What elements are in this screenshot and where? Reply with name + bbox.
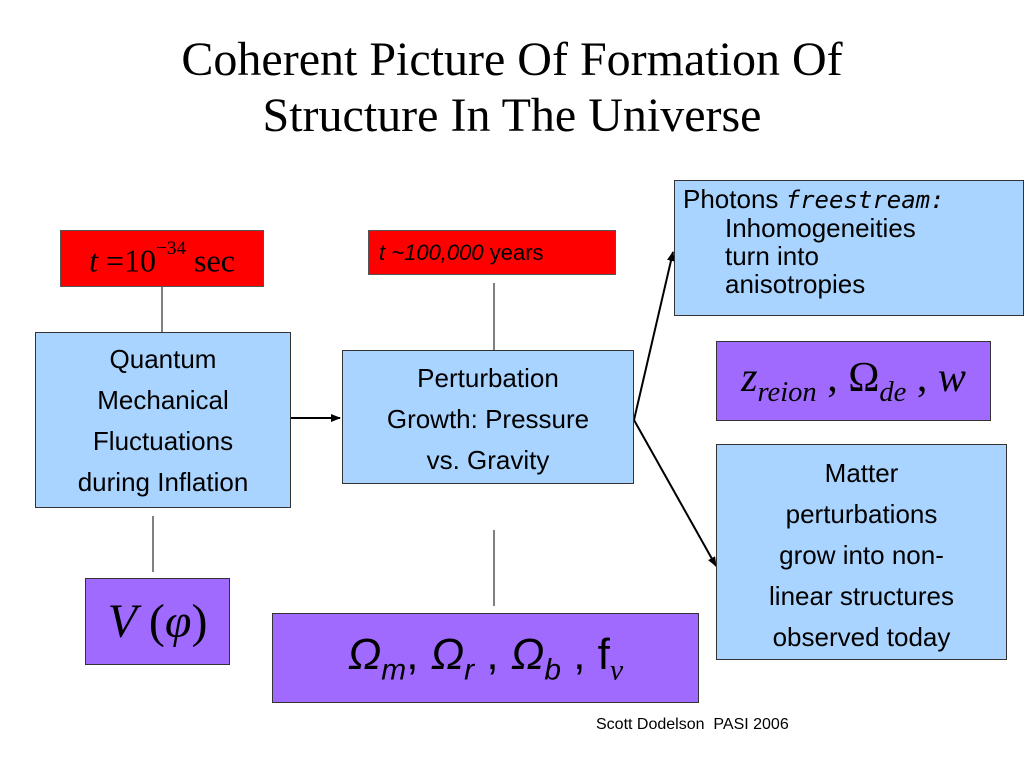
reionization-darkenergy-label: zreion , Ωde , w (741, 354, 966, 408)
perturbation-growth-box: Perturbation Growth: Pressure vs. Gravit… (342, 350, 634, 484)
slide-title: Coherent Picture Of Formation Of Structu… (0, 32, 1024, 144)
matter-line: grow into non- (779, 540, 944, 570)
inflaton-potential-box: V (φ) (85, 578, 230, 665)
slide-title-line-1: Coherent Picture Of Formation Of (181, 33, 843, 86)
time-recombination-label: t ~100,000 years (379, 240, 544, 265)
quantum-line: Fluctuations (92, 426, 234, 456)
perturbation-line: Growth: Pressure (386, 404, 590, 434)
photons-freestream-box: Photons freestream: Inhomogeneities turn… (674, 180, 1024, 316)
quantum-line: Mechanical (97, 385, 229, 415)
slide-footer: Scott Dodelson PASI 2006 (596, 716, 789, 734)
reionization-darkenergy-box: zreion , Ωde , w (716, 341, 991, 421)
time-recombination-box: t ~100,000 years (368, 230, 616, 275)
photons-heading: Photons freestream: (683, 184, 945, 214)
slide-title-line-2: Structure In The Universe (262, 89, 762, 142)
matter-line: perturbations (785, 499, 938, 529)
photons-line: anisotropies (725, 269, 866, 299)
photons-line: turn into (725, 241, 819, 271)
perturbation-line: vs. Gravity (426, 445, 550, 475)
matter-line: observed today (772, 622, 951, 652)
arrow-to-photons (633, 251, 675, 421)
matter-perturbations-box: Matter perturbations grow into non- line… (716, 444, 1007, 660)
quantum-line: during Inflation (77, 467, 249, 497)
perturbation-line: Perturbation (417, 363, 559, 393)
time-inflation-label: t =10−34 sec (89, 237, 235, 279)
matter-line: linear structures (769, 581, 954, 611)
inflaton-potential-label: V (φ) (107, 595, 208, 648)
cosmological-parameters-box: Ωm, Ωr , Ωb , fν (272, 613, 699, 703)
quantum-line: Quantum (109, 344, 217, 374)
footer-venue: PASI 2006 (713, 716, 789, 733)
arrow-to-matter (633, 419, 717, 567)
quantum-fluctuations-box: Quantum Mechanical Fluctuations during I… (35, 332, 291, 508)
cosmological-parameters-label: Ωm, Ωr , Ωb , fν (347, 629, 624, 687)
time-inflation-box: t =10−34 sec (60, 230, 264, 287)
matter-line: Matter (824, 458, 899, 488)
photons-line: Inhomogeneities (725, 213, 916, 243)
footer-author: Scott Dodelson (596, 716, 705, 733)
